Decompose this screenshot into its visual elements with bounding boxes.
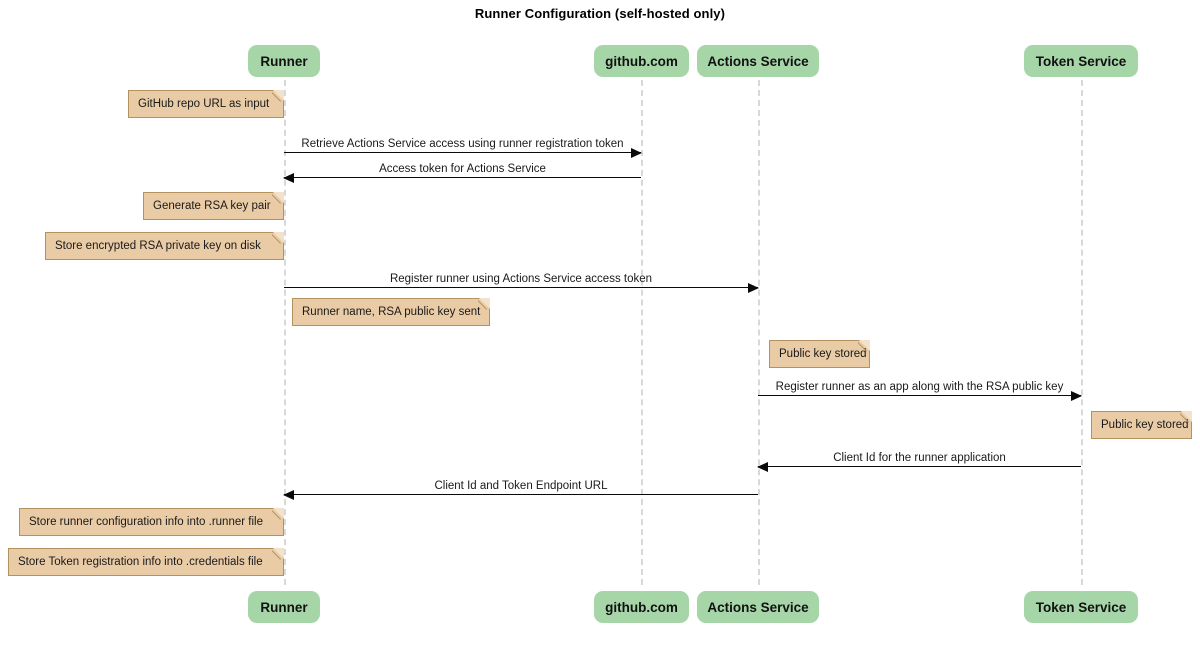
note-fold-edge-icon — [272, 548, 284, 560]
lifeline-github — [641, 80, 643, 585]
note-label: Public key stored — [1101, 419, 1189, 431]
lifeline-actions — [758, 80, 760, 585]
message-retrieve-actions-access: Retrieve Actions Service access using ru… — [284, 138, 642, 158]
participant-label: Actions Service — [707, 53, 809, 69]
lifeline-runner — [284, 80, 286, 585]
message-client-id-runner-app: Client Id for the runner application — [757, 452, 1081, 472]
note-public-key-stored-actions: Public key stored — [769, 340, 870, 368]
participant-token-top[interactable]: Token Service — [1024, 45, 1138, 77]
participant-label: Runner — [260, 599, 308, 615]
participant-label: Runner — [260, 53, 308, 69]
participant-actions-top[interactable]: Actions Service — [697, 45, 819, 77]
note-store-runner-configuration: Store runner configuration info into .ru… — [19, 508, 284, 536]
message-label: Register runner as an app along with the… — [775, 381, 1064, 393]
participant-token-bottom[interactable]: Token Service — [1024, 591, 1138, 623]
note-label: Store runner configuration info into .ru… — [29, 516, 263, 528]
note-public-key-stored-token: Public key stored — [1091, 411, 1192, 439]
note-label: Generate RSA key pair — [153, 200, 271, 212]
note-fold-edge-icon — [478, 298, 490, 310]
message-access-token: Access token for Actions Service — [283, 163, 641, 183]
arrowhead-icon — [748, 282, 759, 293]
arrowhead-icon — [631, 147, 642, 158]
note-fold-edge-icon — [272, 232, 284, 244]
note-label: Public key stored — [779, 348, 867, 360]
message-label: Client Id and Token Endpoint URL — [434, 480, 608, 492]
participant-actions-bottom[interactable]: Actions Service — [697, 591, 819, 623]
message-label: Retrieve Actions Service access using ru… — [301, 138, 624, 150]
participant-label: Actions Service — [707, 599, 809, 615]
note-label: Store Token registration info into .cred… — [18, 556, 263, 568]
message-client-id-and-token-endpoint: Client Id and Token Endpoint URL — [283, 480, 758, 500]
participant-label: Token Service — [1035, 599, 1127, 615]
note-fold-edge-icon — [858, 340, 870, 352]
participant-label: Token Service — [1035, 53, 1127, 69]
note-github-repo-url: GitHub repo URL as input — [128, 90, 284, 118]
arrowhead-icon — [283, 172, 294, 183]
participant-label: github.com — [605, 53, 678, 69]
message-label: Client Id for the runner application — [833, 452, 1006, 464]
participant-runner-bottom[interactable]: Runner — [248, 591, 320, 623]
note-fold-edge-icon — [272, 90, 284, 102]
arrowhead-icon — [283, 489, 294, 500]
message-label: Register runner using Actions Service ac… — [389, 273, 653, 285]
participant-github-bottom[interactable]: github.com — [594, 591, 689, 623]
note-generate-rsa-key-pair: Generate RSA key pair — [143, 192, 284, 220]
lifeline-token — [1081, 80, 1083, 585]
note-label: Runner name, RSA public key sent — [302, 306, 481, 318]
message-register-runner-as-app: Register runner as an app along with the… — [758, 381, 1082, 401]
note-fold-edge-icon — [1180, 411, 1192, 423]
note-runner-name-rsa-public-key-sent: Runner name, RSA public key sent — [292, 298, 490, 326]
participant-github-top[interactable]: github.com — [594, 45, 689, 77]
message-register-runner: Register runner using Actions Service ac… — [284, 273, 759, 293]
arrowhead-icon — [757, 461, 768, 472]
note-store-token-registration: Store Token registration info into .cred… — [8, 548, 284, 576]
note-fold-edge-icon — [272, 192, 284, 204]
message-label: Access token for Actions Service — [379, 163, 546, 175]
arrowhead-icon — [1071, 390, 1082, 401]
page-title: Runner Configuration (self-hosted only) — [474, 6, 726, 21]
participant-label: github.com — [605, 599, 678, 615]
note-label: GitHub repo URL as input — [138, 98, 270, 110]
note-fold-edge-icon — [272, 508, 284, 520]
note-store-encrypted-rsa-private-key: Store encrypted RSA private key on disk — [45, 232, 284, 260]
note-label: Store encrypted RSA private key on disk — [55, 240, 261, 252]
participant-runner-top[interactable]: Runner — [248, 45, 320, 77]
